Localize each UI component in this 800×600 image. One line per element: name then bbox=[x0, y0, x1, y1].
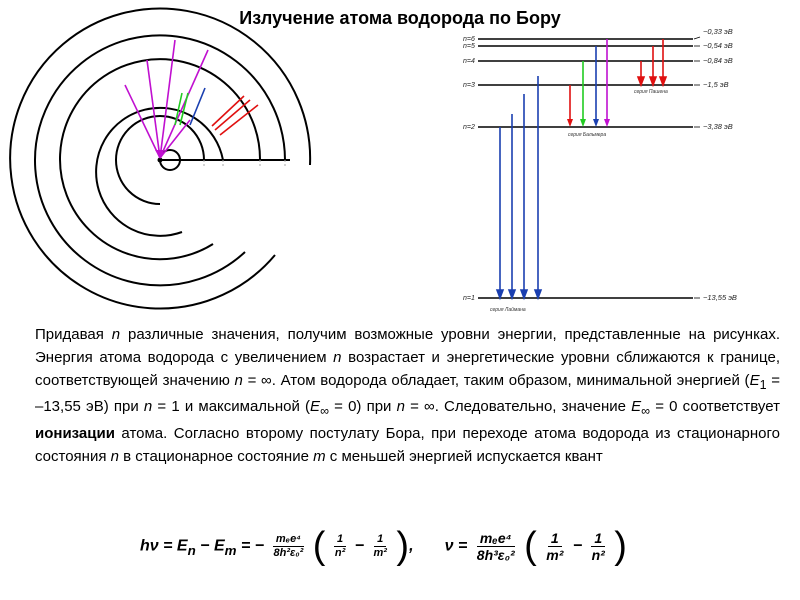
dash-connectors bbox=[693, 36, 701, 299]
energy-level-diagram: n=6 n=5 n=4 n=3 n=2 n=1 −0,33 эВ −0,54 э… bbox=[463, 27, 737, 313]
axis-ticks bbox=[203, 160, 286, 168]
energy-1: −13,55 эВ bbox=[703, 293, 737, 302]
level-n5: n=5 bbox=[463, 43, 475, 50]
lyman-label: серия Лаймана bbox=[490, 306, 526, 313]
body-paragraph: Придавая n различные значения, получим в… bbox=[35, 326, 780, 465]
level-n2: n=2 bbox=[463, 124, 475, 131]
energy-3: −1,5 эВ bbox=[703, 80, 729, 89]
level-n3: n=3 bbox=[463, 82, 475, 89]
balmer-arrows bbox=[567, 39, 610, 127]
orbit-2 bbox=[115, 115, 205, 205]
level-n1: n=1 bbox=[463, 295, 475, 302]
level-n6: n=6 bbox=[463, 36, 475, 43]
energy-6: −0,33 эВ bbox=[703, 27, 733, 36]
orbit-4 bbox=[59, 58, 262, 261]
page-title: Излучение атома водорода по Бору bbox=[239, 8, 561, 28]
bohr-orbit-diagram bbox=[9, 7, 312, 310]
paschen-label: серия Пашена bbox=[634, 89, 668, 95]
transition-rays bbox=[124, 39, 259, 159]
level-labels: n=6 n=5 n=4 n=3 n=2 n=1 −0,33 эВ −0,54 э… bbox=[463, 27, 737, 302]
paschen-arrows bbox=[636, 39, 668, 88]
lyman-arrows bbox=[495, 76, 543, 301]
orbit-5 bbox=[34, 34, 286, 287]
energy-5: −0,54 эВ bbox=[703, 41, 733, 50]
orbit-6 bbox=[9, 7, 312, 310]
energy-2: −3,38 эВ bbox=[703, 122, 733, 131]
ray-arrowheads bbox=[155, 150, 163, 158]
level-n4: n=4 bbox=[463, 58, 475, 65]
balmer-label: серия Бальмера bbox=[568, 132, 606, 138]
energy-4: −0,84 эВ bbox=[703, 56, 733, 65]
orbit-3 bbox=[95, 106, 224, 237]
nucleus bbox=[157, 157, 163, 163]
